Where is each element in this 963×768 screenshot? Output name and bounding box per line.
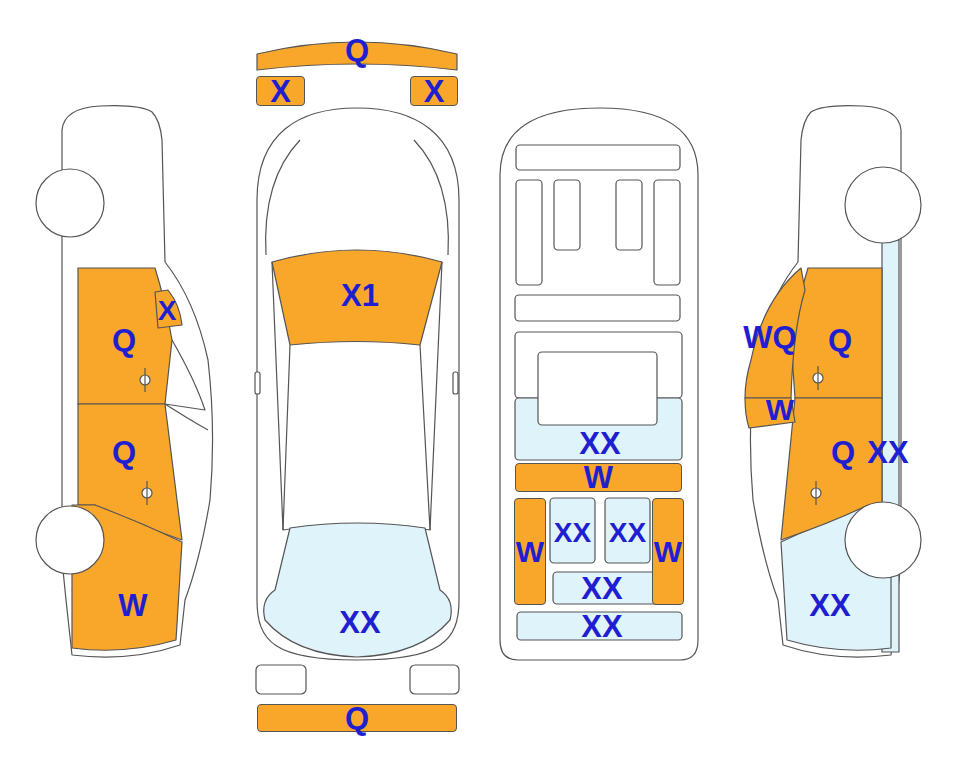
panel-code: X1	[341, 280, 379, 311]
underbody-view	[500, 108, 698, 660]
panel-code: Q	[345, 703, 369, 734]
headlight-panel: X	[410, 76, 458, 106]
left-side-view	[36, 106, 213, 657]
underbody-panel: XX	[570, 427, 630, 459]
sill-panel: XX	[863, 434, 913, 470]
panel-code: WQ	[743, 322, 796, 353]
panel-code: XX	[867, 437, 908, 468]
top-view	[255, 108, 459, 694]
panel-code: XX	[554, 519, 591, 547]
right-side-view	[745, 106, 921, 657]
panel-code: XX	[809, 590, 850, 621]
underbody-panel: XX	[522, 612, 682, 640]
panel-code: XX	[579, 428, 620, 459]
underbody-panel: XX	[550, 513, 595, 553]
window-panel: W	[760, 395, 800, 425]
underbody-panel: XX	[544, 572, 660, 604]
underbody-panel: W	[515, 463, 682, 492]
panel-code: X	[424, 76, 445, 107]
door-panel: Q	[823, 434, 863, 470]
panel-code: Q	[112, 437, 136, 468]
panel-code: X	[158, 297, 177, 325]
panel-code: Q	[112, 325, 136, 356]
panel-code: Q	[831, 437, 855, 468]
panel-code: W	[118, 590, 147, 621]
fender-panel: XX	[800, 587, 860, 623]
panel-code: XX	[609, 519, 646, 547]
panel-code: X	[270, 76, 291, 107]
underbody-panel: W	[652, 498, 684, 605]
headlight-panel: X	[256, 76, 305, 106]
door-panel: Q	[815, 322, 865, 358]
fender-panel: W	[108, 587, 158, 623]
panel-code: Q	[828, 325, 852, 356]
door-panel: Q	[99, 322, 149, 358]
panel-code: W	[584, 462, 613, 493]
underbody-panel: W	[514, 498, 546, 605]
panel-code: XX	[581, 611, 622, 642]
window-panel: WQ	[738, 319, 802, 355]
underbody-panel: XX	[605, 513, 650, 553]
panel-code: W	[654, 537, 682, 567]
panel-code: W	[766, 395, 794, 425]
panel-code: XX	[339, 607, 380, 638]
panel-code: W	[516, 537, 544, 567]
windshield-panel: X1	[325, 277, 395, 313]
mirror-panel: X	[153, 296, 181, 326]
bumper-panel: Q	[257, 704, 457, 732]
panel-code: XX	[581, 573, 622, 604]
bumper-panel: Q	[327, 35, 387, 65]
panel-code: Q	[345, 35, 369, 66]
rear-window-panel: XX	[325, 605, 395, 639]
door-panel: Q	[99, 434, 149, 470]
